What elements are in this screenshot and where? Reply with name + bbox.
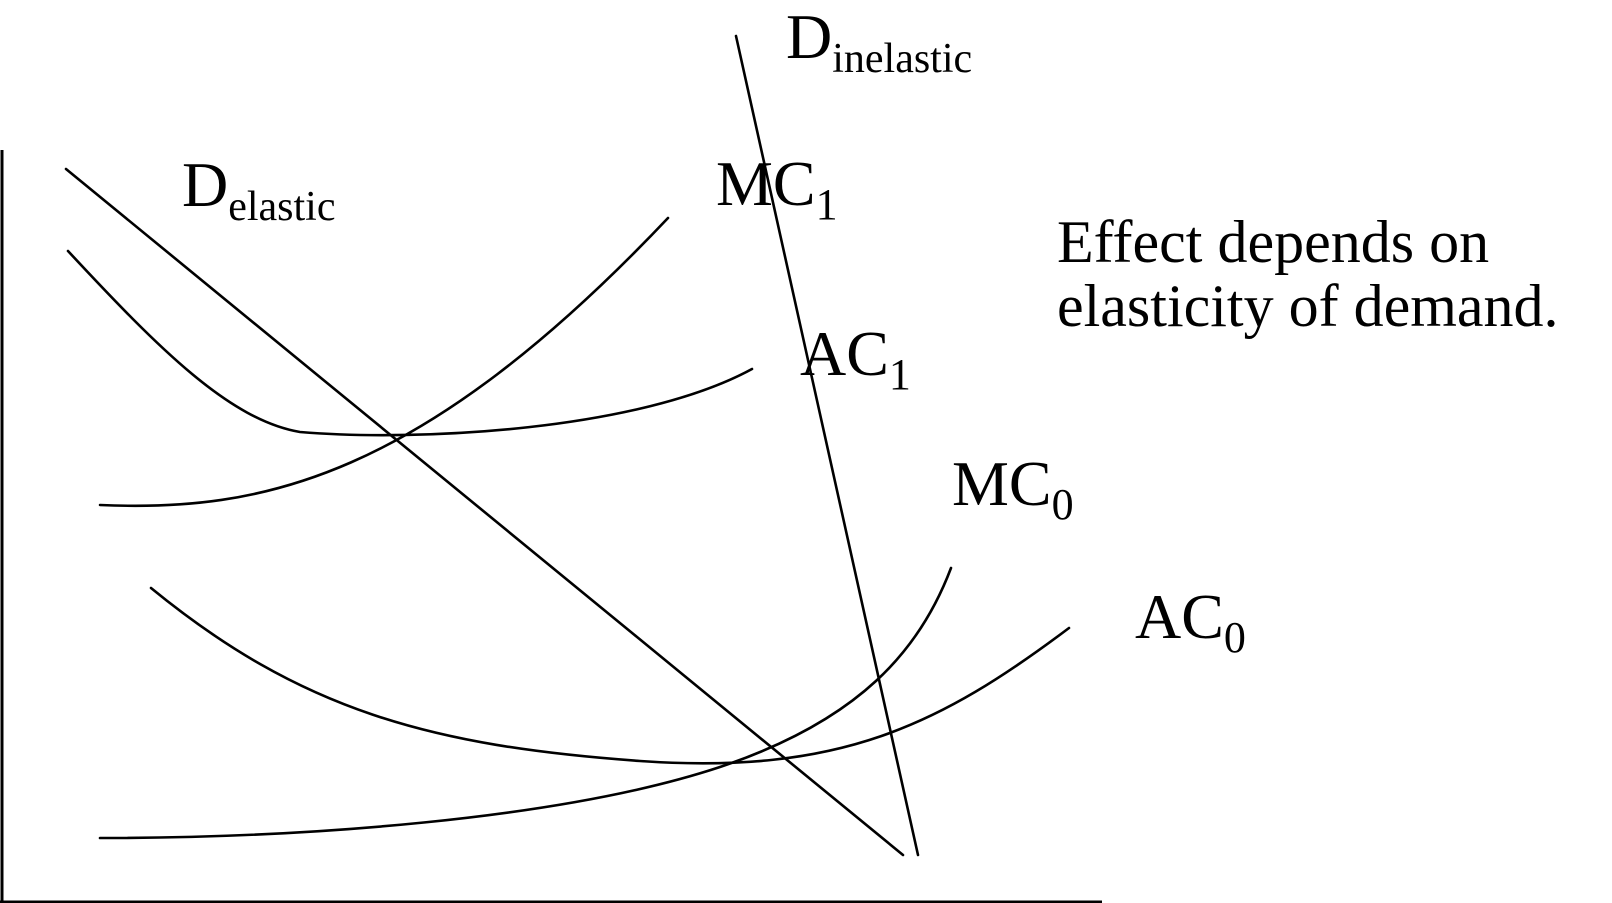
caption-text: Effect depends on elasticity of demand. (1057, 210, 1612, 338)
d-elastic-label: Delastic (182, 149, 336, 230)
ac1-curve (66, 249, 754, 437)
ac0-curve (149, 586, 1071, 765)
demand-inelastic-line (734, 34, 920, 857)
caption-line-2: elasticity of demand. (1057, 273, 1559, 339)
ac1-label: AC1 (800, 318, 911, 399)
demand-elastic-line (64, 167, 905, 857)
mc0-curve (98, 566, 953, 840)
ac0-label: AC0 (1135, 581, 1246, 662)
mc1-curve (98, 216, 670, 508)
mc1-label: MC1 (716, 148, 838, 229)
caption-line-1: Effect depends on (1057, 209, 1490, 275)
mc0-label: MC0 (952, 448, 1074, 529)
d-inelastic-label: Dinelastic (786, 1, 972, 82)
